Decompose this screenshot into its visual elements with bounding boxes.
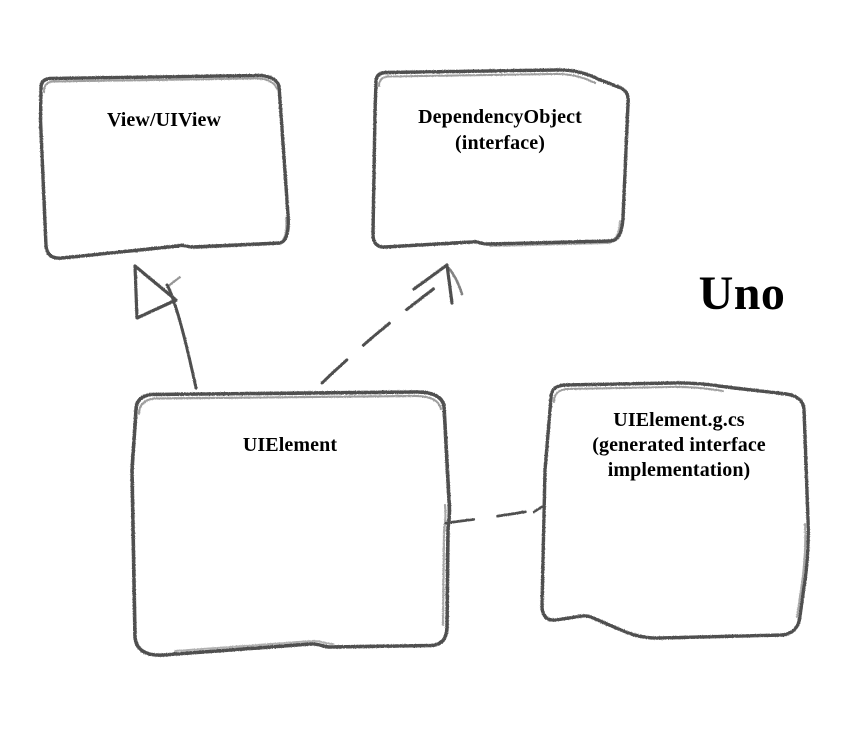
- node-box-uielement-g-cs[interactable]: [532, 381, 810, 640]
- node-box-view-uiview[interactable]: [38, 73, 290, 260]
- edge-uielement-inherits-view: [133, 264, 198, 390]
- edge-uielement-implements-dependencyobject: [320, 263, 464, 385]
- node-box-uielement[interactable]: [130, 390, 452, 657]
- node-box-dependency-object[interactable]: [371, 68, 630, 249]
- edge-uielement-to-generated: [444, 507, 549, 525]
